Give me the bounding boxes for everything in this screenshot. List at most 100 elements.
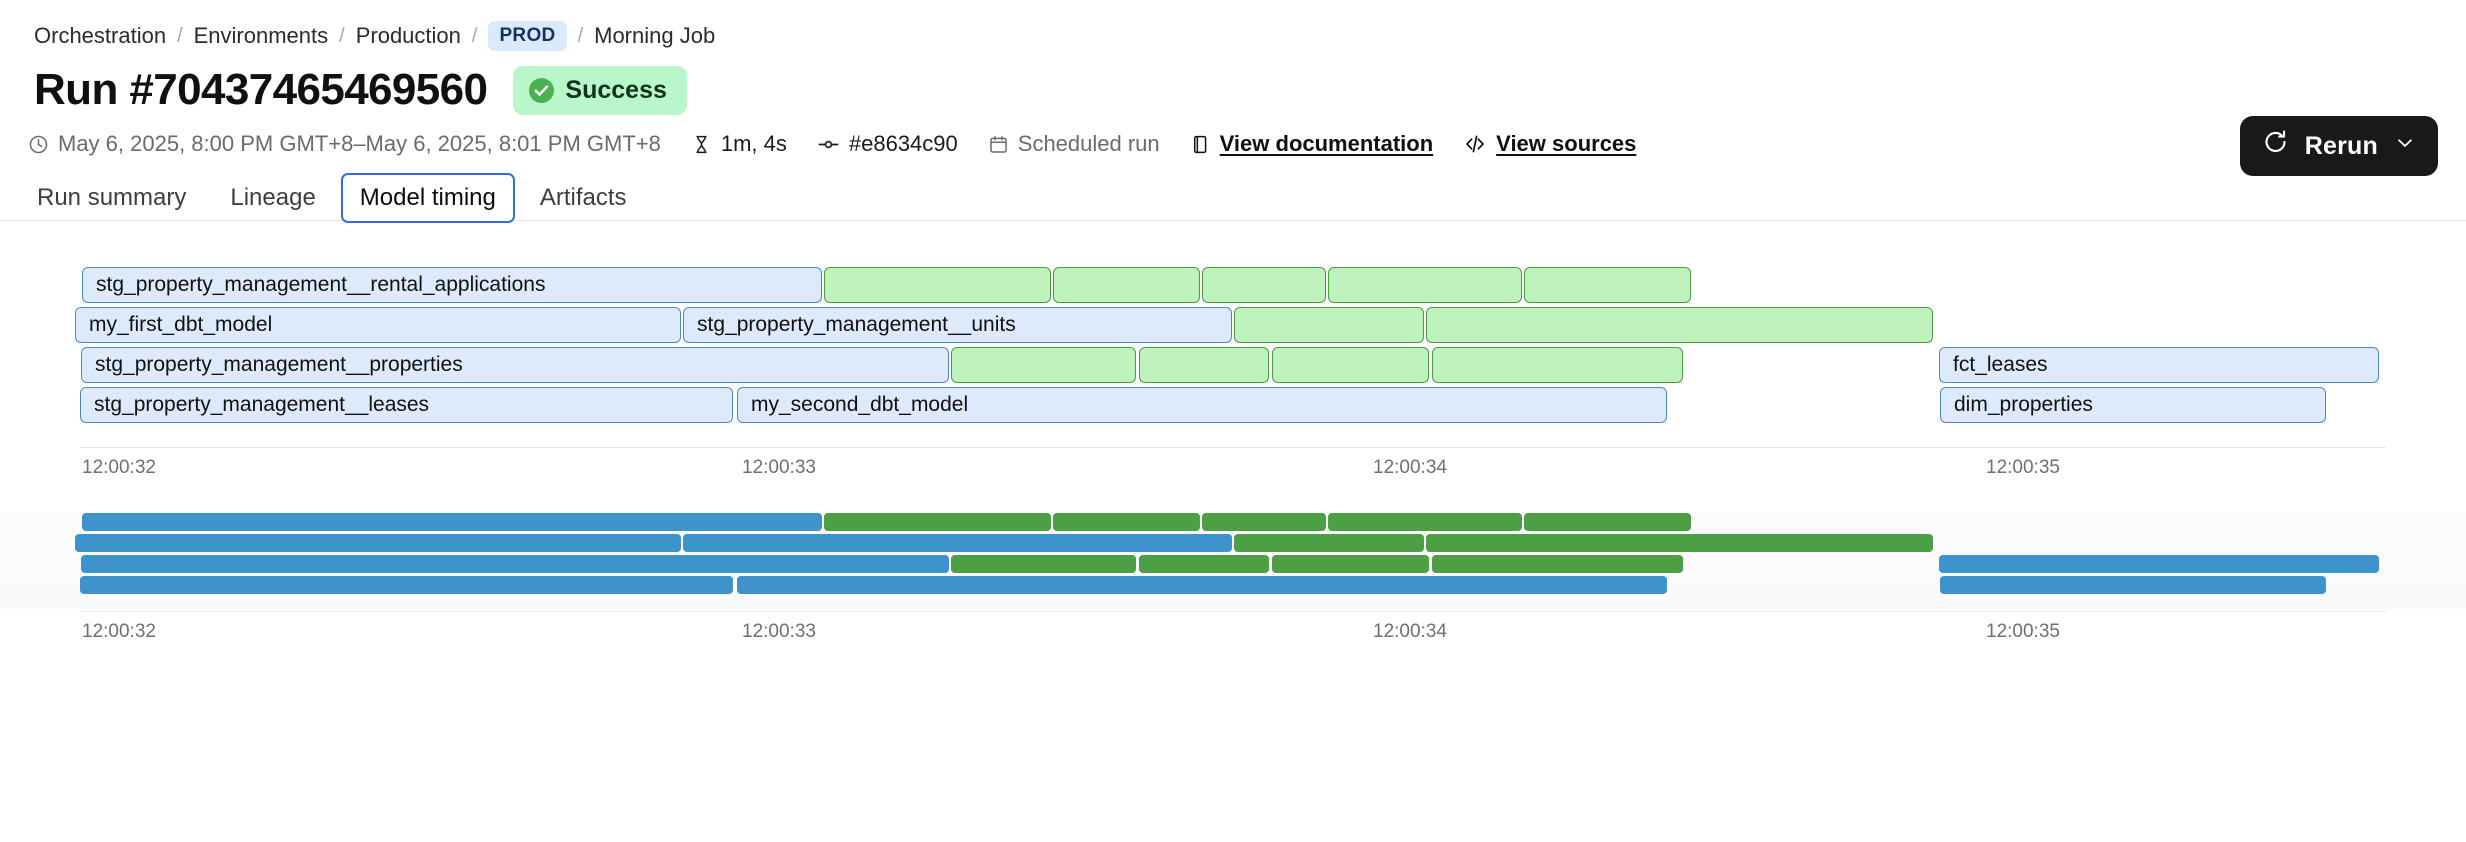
minimap-bar-test[interactable] <box>951 555 1136 573</box>
tab-artifacts[interactable]: Artifacts <box>539 183 627 211</box>
refresh-icon <box>2262 129 2289 163</box>
gantt-bar-my_second_dbt_model[interactable]: my_second_dbt_model <box>737 387 1667 423</box>
gantt-lane: my_first_dbt_model stg_property_managemen… <box>0 307 2466 347</box>
model-timing-panel: stg_property_management__rental_applicat… <box>0 267 2466 647</box>
minimap-bar-test[interactable] <box>1432 555 1683 573</box>
breadcrumb-badge-prod: PROD <box>488 21 567 51</box>
title-row: Run #70437465469560 Success <box>0 44 2466 115</box>
meta-item-label: #e8634c90 <box>848 131 958 156</box>
minimap-lane <box>0 555 2466 576</box>
meta-item-label: 1m, 4s <box>720 131 787 156</box>
gantt-bar-stg_property_management__units[interactable]: stg_property_management__units <box>683 307 1232 343</box>
tab-model-timing[interactable]: Model timing <box>340 172 515 223</box>
tab-run-summary[interactable]: Run summary <box>37 183 187 211</box>
gantt-bar-stg_property_management__rental_applications[interactable]: stg_property_management__rental_applicat… <box>82 267 822 303</box>
meta-item-label[interactable]: View sources <box>1496 131 1637 156</box>
minimap-bar-test[interactable] <box>1272 555 1429 573</box>
gantt-bar-test[interactable] <box>824 267 1051 303</box>
minimap-bar-model[interactable] <box>81 555 949 573</box>
breadcrumb-separator: / <box>177 24 183 47</box>
page-title: Run #70437465469560 <box>34 65 488 115</box>
minimap-bar-model[interactable] <box>75 534 681 552</box>
gantt-axis-tick-label: 12:00:34 <box>1373 457 1447 478</box>
gantt-bar-my_first_dbt_model[interactable]: my_first_dbt_model <box>75 307 681 343</box>
minimap-bar-test[interactable] <box>1426 534 1933 552</box>
meta-item-label[interactable]: View documentation <box>1219 131 1434 156</box>
minimap-bar-model[interactable] <box>82 513 822 531</box>
calendar-icon <box>988 134 1009 155</box>
code-icon <box>1463 132 1487 156</box>
rerun-button[interactable]: Rerun <box>2239 116 2438 176</box>
gantt-bar-dim_properties[interactable]: dim_properties <box>1940 387 2326 423</box>
gantt-bar-test[interactable] <box>1524 267 1691 303</box>
run-meta-row: May 6, 2025, 8:00 PM GMT+8–May 6, 2025, … <box>0 115 2466 157</box>
gantt-lane: stg_property_management__leases my_second… <box>0 387 2466 427</box>
breadcrumb-separator: / <box>339 24 345 47</box>
breadcrumb: Orchestration / Environments / Production / PR… <box>0 0 2466 51</box>
minimap-bar-test[interactable] <box>824 513 1051 531</box>
gantt-bar-test[interactable] <box>1139 347 1269 383</box>
minimap-bar-model[interactable] <box>683 534 1232 552</box>
gantt-bar-label: stg_property_management__leases <box>94 393 430 416</box>
tab-bar: Run summary Lineage Model timing Artifacts <box>0 157 2466 223</box>
gantt-bar-test[interactable] <box>1234 307 1424 343</box>
gantt-bar-label: stg_property_management__rental_applicat… <box>96 273 546 296</box>
gantt-axis-tick-label: 12:00:33 <box>742 457 816 478</box>
timing-minimap[interactable] <box>0 513 2466 609</box>
minimap-bar-test[interactable] <box>1202 513 1326 531</box>
minimap-axis-tick-label: 12:00:34 <box>1373 621 1447 642</box>
gantt-bar-test[interactable] <box>951 347 1136 383</box>
breadcrumb-item-production[interactable]: Production <box>355 23 461 48</box>
tab-lineage[interactable]: Lineage <box>230 183 316 211</box>
book-icon <box>1190 134 1211 155</box>
gantt-lane: stg_property_management__rental_applicat… <box>0 267 2466 307</box>
chevron-down-icon[interactable] <box>2394 132 2416 161</box>
gantt-bar-test[interactable] <box>1432 347 1683 383</box>
gantt-bar-test[interactable] <box>1426 307 1933 343</box>
gantt-bar-stg_property_management__properties[interactable]: stg_property_management__properties <box>81 347 949 383</box>
gantt-axis-tick-label: 12:00:35 <box>1986 457 2060 478</box>
breadcrumb-separator: / <box>577 24 584 47</box>
page-root: Orchestration / Environments / Production / PR… <box>0 0 2466 647</box>
gantt-bar-test[interactable] <box>1328 267 1522 303</box>
clock-icon <box>28 134 49 155</box>
gantt-bar-test[interactable] <box>1202 267 1326 303</box>
breadcrumb-item-environments[interactable]: Environments <box>193 23 329 48</box>
minimap-axis-tick-label: 12:00:32 <box>82 621 156 642</box>
gantt-bar-label: my_first_dbt_model <box>89 313 273 336</box>
gantt-bar-test[interactable] <box>1053 267 1200 303</box>
minimap-bar-model[interactable] <box>737 576 1667 594</box>
gantt-bar-label: dim_properties <box>1954 393 2093 416</box>
minimap-axis-tick-label: 12:00:35 <box>1986 621 2060 642</box>
minimap-bar-test[interactable] <box>1053 513 1200 531</box>
rerun-button-label: Rerun <box>2304 131 2378 160</box>
meta-item-clock: May 6, 2025, 8:00 PM GMT+8–May 6, 2025, … <box>28 131 661 157</box>
minimap-bar-test[interactable] <box>1234 534 1424 552</box>
gantt-bar-test[interactable] <box>1272 347 1429 383</box>
gantt-bar-label: fct_leases <box>1953 353 2048 376</box>
meta-item-label: May 6, 2025, 8:00 PM GMT+8–May 6, 2025, … <box>58 131 661 156</box>
meta-item-book[interactable]: View documentation <box>1190 131 1434 157</box>
minimap-bar-model[interactable] <box>1940 576 2326 594</box>
minimap-bar-test[interactable] <box>1524 513 1691 531</box>
minimap-bar-test[interactable] <box>1139 555 1269 573</box>
minimap-bar-model[interactable] <box>80 576 733 594</box>
meta-item-code[interactable]: View sources <box>1463 131 1636 157</box>
minimap-lane <box>0 513 2466 534</box>
gantt-bar-label: stg_property_management__properties <box>95 353 463 376</box>
minimap-axis-tick-label: 12:00:33 <box>742 621 816 642</box>
gantt-bar-fct_leases[interactable]: fct_leases <box>1939 347 2379 383</box>
gantt-lane: stg_property_management__properties fct_l… <box>0 347 2466 387</box>
gantt-axis-line <box>80 447 2386 448</box>
minimap-bar-model[interactable] <box>1939 555 2379 573</box>
meta-item-hourglass: 1m, 4s <box>691 131 787 157</box>
breadcrumb-item-orchestration[interactable]: Orchestration <box>34 23 167 48</box>
commit-icon <box>817 133 840 156</box>
meta-item-label: Scheduled run <box>1017 131 1160 156</box>
breadcrumb-separator: / <box>471 24 478 47</box>
breadcrumb-item-morning-job: Morning Job <box>594 23 716 48</box>
gantt-chart: stg_property_management__rental_applicat… <box>0 267 2466 439</box>
gantt-bar-stg_property_management__leases[interactable]: stg_property_management__leases <box>80 387 733 423</box>
minimap-bar-test[interactable] <box>1328 513 1522 531</box>
